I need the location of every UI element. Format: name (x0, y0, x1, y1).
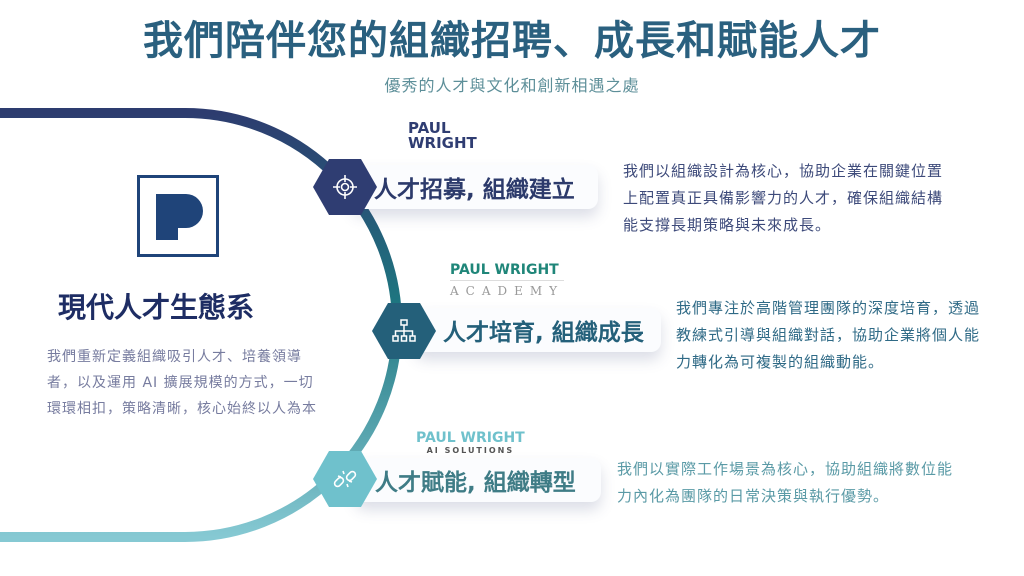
text-line: 者，以及運用 AI 擴展規模的方式，一切 (47, 375, 314, 391)
paul-wright-logo (137, 175, 219, 257)
pillar-development[interactable]: 人才培育, 組織成長 (415, 308, 661, 352)
paul-wright-ai-brand: PAUL WRIGHT AI SOLUTIONS (416, 430, 525, 456)
page-subtitle: 優秀的人才與文化和創新相遇之處 (384, 76, 640, 95)
pillar-recruitment-description: 我們以組織設計為核心，協助企業在關鍵位置上配置真正具備影響力的人才，確保組織結構… (623, 162, 944, 234)
text-line: 我們重新定義組織吸引人才、培養領導 (47, 349, 302, 365)
pillar-transformation-description: 我們以實際工作場景為核心，協助組織將數位能力內化為團隊的日常決策與執行優勢。 (617, 460, 954, 505)
pillar-transformation[interactable]: 人才賦能, 組織轉型 (355, 458, 601, 502)
ecosystem-description: 我們重新定義組織吸引人才、培養領導 者，以及運用 AI 擴展規模的方式，一切 環… (47, 344, 347, 422)
pillar-development-description: 我們專注於高階管理團隊的深度培育，透過教練式引導與組織對話，協助企業將個人能力轉… (676, 299, 981, 371)
pillar-label: 人才招募, 組織建立 (374, 177, 575, 203)
text-line: 環環相扣，策略清晰，核心始終以人為本 (47, 401, 317, 417)
pillar-label: 人才賦能, 組織轉型 (375, 470, 576, 496)
ecosystem-heading: 現代人才生態系 (58, 291, 255, 324)
page-title: 我們陪伴您的組織招聘、成長和賦能人才 (143, 18, 881, 64)
paul-wright-academy-brand: PAUL WRIGHT ACADEMY (450, 262, 565, 298)
pillar-recruitment[interactable]: 人才招募, 組織建立 (352, 165, 598, 209)
pillar-label: 人才培育, 組織成長 (443, 320, 644, 346)
